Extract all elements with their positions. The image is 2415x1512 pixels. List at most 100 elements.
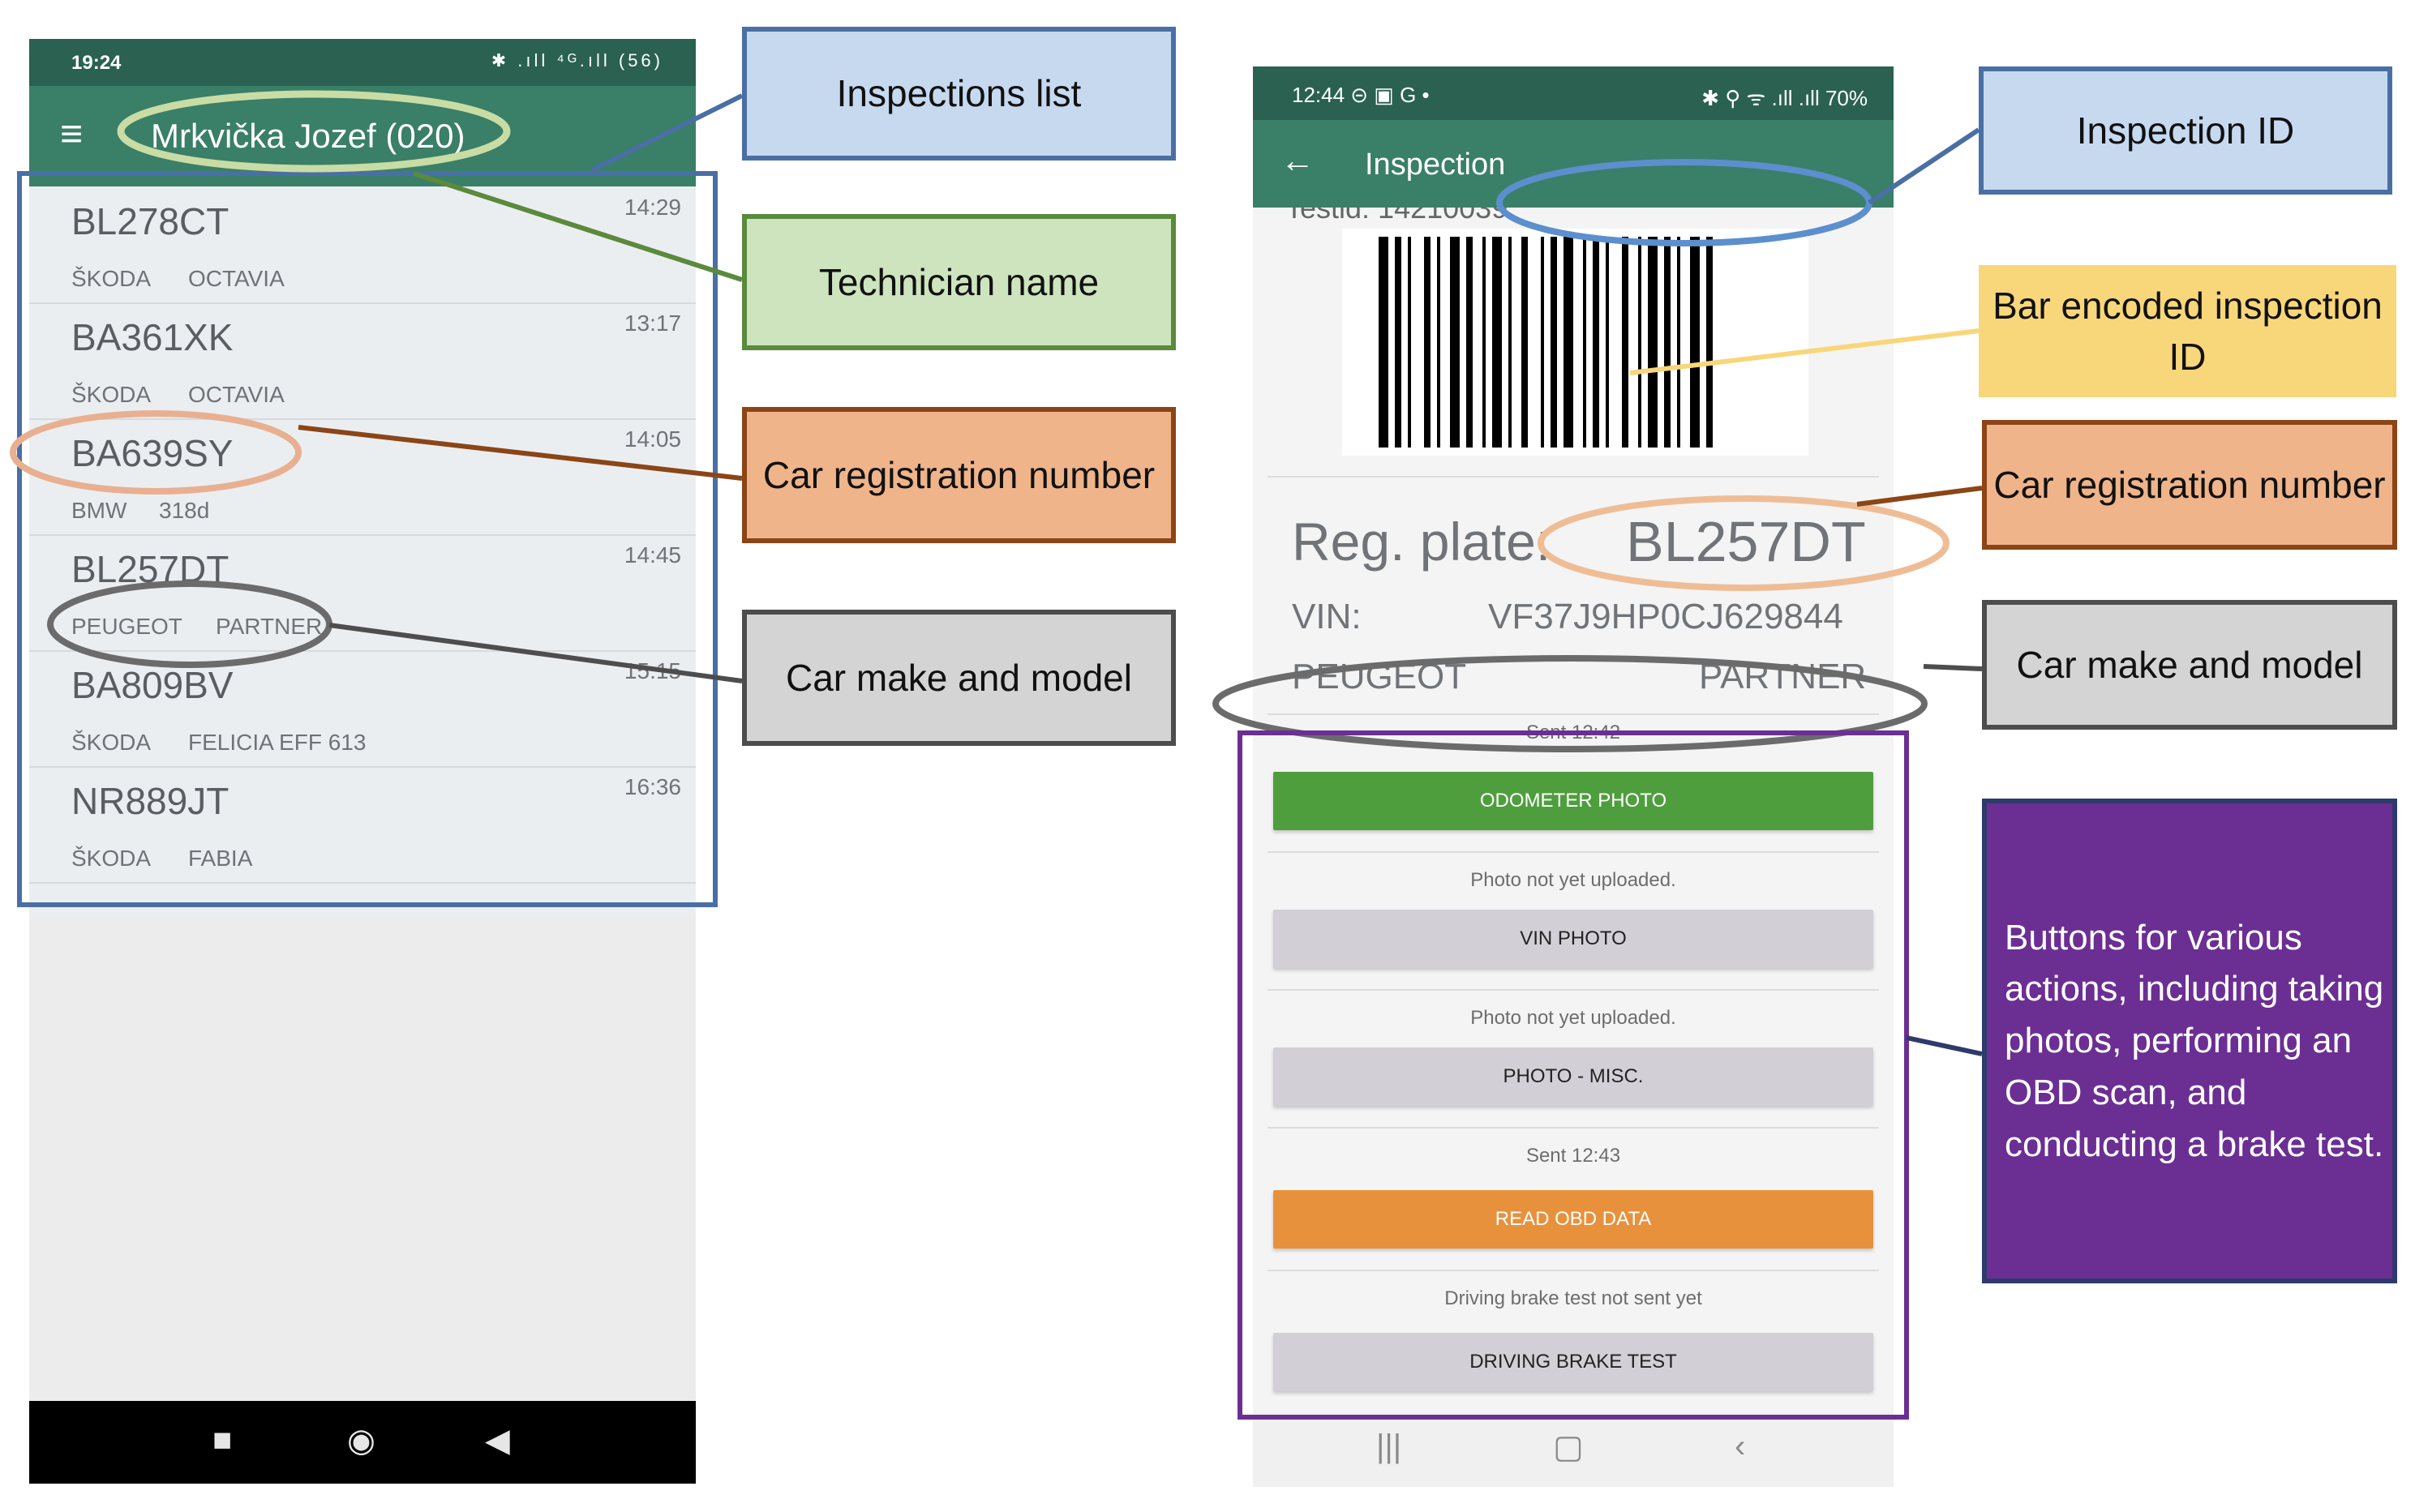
barcode-bar — [1466, 237, 1473, 448]
divider — [1268, 1270, 1879, 1271]
test-id-text: Testid: 14210039 — [1285, 208, 1508, 225]
car-model: FELICIA EFF 613 — [188, 730, 367, 755]
make-model-highlight — [47, 580, 332, 668]
barcode-bar — [1564, 237, 1573, 448]
technician-name-highlight — [117, 90, 511, 173]
list-item[interactable]: BA639SY 14:05 BMW 318d — [29, 418, 696, 536]
car-make: BMW — [71, 498, 127, 523]
status-time: 12:44 ⊝ ▣ G • — [1292, 83, 1430, 107]
divider — [1268, 713, 1879, 715]
plate-number: BL278CT — [71, 200, 229, 242]
status-icons: ✱ ⚲ ᯤ .ıll .ıll 70% — [1701, 86, 1868, 110]
barcode-bar — [1690, 237, 1700, 448]
back-triangle-icon[interactable]: ◀ — [485, 1423, 510, 1458]
reg-plate-value: BL257DT — [1626, 510, 1866, 573]
barcode-bar — [1648, 237, 1658, 448]
car-model: OCTAVIA — [188, 382, 285, 407]
stop-icon[interactable]: ■ — [212, 1422, 233, 1458]
barcode-bar — [1508, 237, 1512, 448]
menu-icon[interactable]: ≡ — [60, 113, 84, 156]
plate-number: BA361XK — [71, 316, 234, 358]
car-make: ŠKODA — [71, 730, 152, 755]
barcode-bar — [1424, 237, 1431, 448]
barcode-bar — [1664, 237, 1671, 448]
barcode-bar — [1395, 237, 1401, 448]
divider — [1268, 1127, 1879, 1129]
car-make: ŠKODA — [71, 266, 152, 291]
vin-photo-button[interactable]: VIN PHOTO — [1273, 910, 1873, 968]
barcode-bar — [1482, 237, 1486, 448]
action-buttons-highlight — [1238, 730, 1909, 1420]
odometer-photo-button[interactable]: ODOMETER PHOTO — [1273, 772, 1873, 830]
inspections-list-highlight — [17, 171, 718, 907]
inspection-time: 14:45 — [624, 542, 681, 568]
plate-number: BA639SY — [71, 432, 234, 474]
read-obd-data-button[interactable]: READ OBD DATA — [1273, 1190, 1873, 1249]
page-title: Inspection — [1365, 148, 1506, 182]
callout-car-make-model: Car make and model — [1982, 600, 2397, 730]
car-model: FABIA — [188, 846, 253, 871]
divider — [1268, 989, 1879, 991]
barcode-bar — [1450, 237, 1460, 448]
test-id-row: Testid: 14210039 — [1253, 208, 1894, 230]
reg-plate-label: Reg. plate: — [1292, 512, 1551, 572]
list-item[interactable]: NR889JT 16:36 ŠKODA FABIA — [29, 766, 696, 884]
driving-brake-test-button[interactable]: DRIVING BRAKE TEST — [1273, 1333, 1873, 1391]
list-item[interactable]: BL278CT 14:29 ŠKODA OCTAVIA — [29, 186, 696, 304]
barcode-bar — [1379, 237, 1388, 448]
reg-plate-highlight — [1538, 495, 1950, 591]
barcode-bar — [1437, 237, 1440, 448]
app-bar: ← Inspection — [1253, 120, 1894, 208]
callout-inspections-list: Inspections list — [742, 27, 1176, 161]
barcode-bar — [1638, 237, 1641, 448]
callout-technician-name: Technician name — [742, 214, 1176, 350]
callout-car-registration: Car registration number — [1982, 420, 2397, 550]
divider — [1268, 476, 1879, 478]
home-circle-icon[interactable]: ◉ — [347, 1423, 375, 1458]
barcode-bar — [1551, 237, 1557, 448]
plate-number: NR889JT — [71, 780, 229, 822]
car-model: OCTAVIA — [188, 266, 285, 291]
inspection-id-highlight — [1496, 159, 1872, 246]
status-bar: 19:24 ✱ .ıll ⁴ᴳ.ıll (56) — [29, 39, 696, 86]
car-make: PEUGEOT — [71, 614, 182, 639]
status-icons: ✱ .ıll ⁴ᴳ.ıll (56) — [491, 50, 663, 71]
callout-bar-encoded-id: Bar encoded inspection ID — [1979, 265, 2396, 397]
plate-number: BA809BV — [71, 664, 234, 706]
navigation-bar: ||| ▢ ‹ — [1253, 1412, 1894, 1487]
list-item[interactable]: BA361XK 13:17 ŠKODA OCTAVIA — [29, 302, 696, 420]
callout-inspection-id: Inspection ID — [1979, 66, 2392, 195]
list-item[interactable]: BA809BV 15:15 ŠKODA FELICIA EFF 613 — [29, 650, 696, 768]
car-make: ŠKODA — [71, 382, 152, 407]
car-model: 318d — [159, 498, 210, 523]
navigation-bar: ■ ◉ ◀ — [29, 1401, 696, 1484]
misc-photo-button[interactable]: PHOTO - MISC. — [1273, 1047, 1873, 1106]
inspections-list: BL278CT 14:29 ŠKODA OCTAVIA BA361XK 13:1… — [29, 186, 696, 916]
vin-value: VF37J9HP0CJ629844 — [1488, 597, 1843, 636]
barcode-bar — [1706, 237, 1713, 448]
vin-photo-status: Photo not yet uploaded. — [1470, 869, 1676, 891]
inspection-time: 14:05 — [624, 426, 681, 452]
back-arrow-icon[interactable]: ← — [1280, 141, 1315, 179]
barcode — [1342, 229, 1808, 456]
recents-bars-icon[interactable]: ||| — [1376, 1428, 1402, 1464]
barcode-bar — [1677, 237, 1680, 448]
status-time: 19:24 — [71, 52, 122, 74]
callout-car-registration: Car registration number — [742, 407, 1176, 543]
phone-inspection-detail: 12:44 ⊝ ▣ G • ✱ ⚲ ᯤ .ıll .ıll 70% ← Insp… — [1253, 66, 1894, 1487]
home-square-icon[interactable]: ▢ — [1553, 1429, 1584, 1465]
callout-car-make-model: Car make and model — [742, 610, 1176, 746]
car-make: ŠKODA — [71, 846, 152, 871]
brake-test-status: Driving brake test not sent yet — [1444, 1287, 1702, 1309]
vin-label: VIN: — [1292, 597, 1362, 636]
misc-photo-status: Photo not yet uploaded. — [1470, 1007, 1676, 1029]
inspection-time: 16:36 — [624, 774, 681, 799]
barcode-bar — [1583, 237, 1586, 448]
obd-status: Sent 12:43 — [1525, 1145, 1621, 1167]
registration-highlight — [10, 410, 302, 495]
barcode-bar — [1408, 237, 1411, 448]
technician-name: Mrkvička Jozef (020) — [151, 117, 465, 155]
back-chevron-icon[interactable]: ‹ — [1735, 1428, 1746, 1464]
callout-action-buttons: Buttons for various actions, including t… — [1982, 799, 2397, 1283]
status-bar: 12:44 ⊝ ▣ G • ✱ ⚲ ᯤ .ıll .ıll 70% — [1253, 66, 1894, 120]
